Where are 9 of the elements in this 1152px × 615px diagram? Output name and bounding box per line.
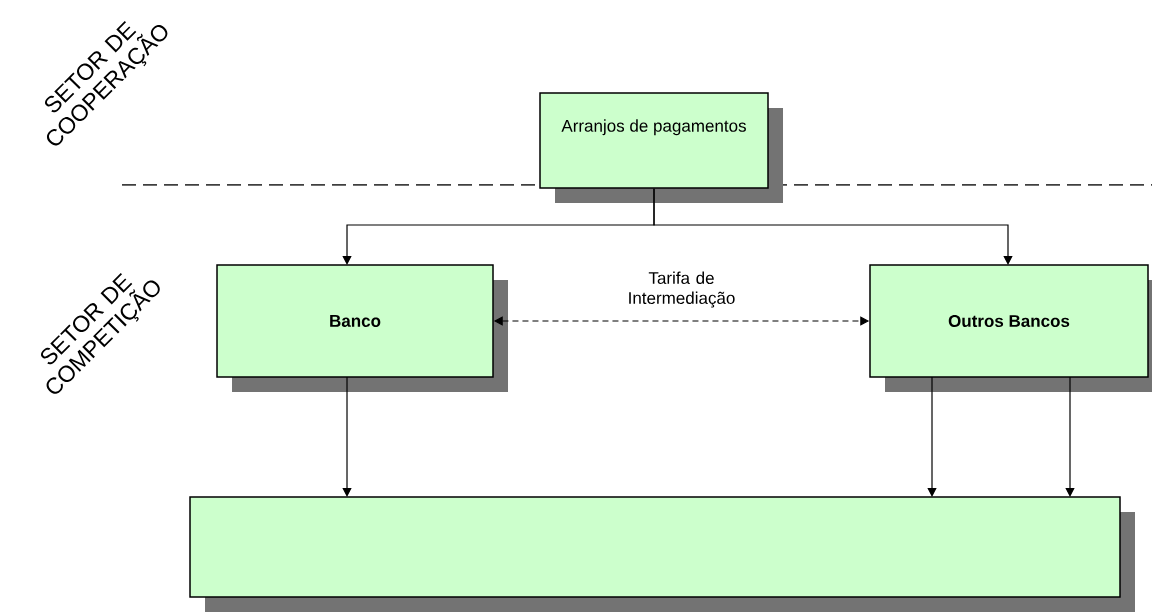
process-box: Outros Bancos [869,264,1152,392]
edge-label: Tarifa de Intermediação [629,271,735,308]
arrow [342,376,352,497]
process-box: Arranjos de pagamentos [539,92,783,203]
arrow [1065,376,1075,497]
empty-box [189,496,1135,612]
process-box: Banco [216,264,508,392]
arrow [653,188,1013,265]
arrow [927,376,937,497]
